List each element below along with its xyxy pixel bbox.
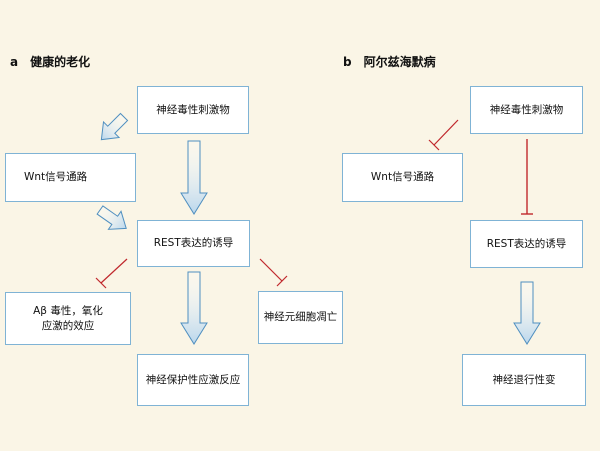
node-a-neuronal-apoptosis-label: 神经元细胞凋亡 [263, 311, 338, 324]
node-b-rest-induction-label: REST表达的诱导 [486, 237, 567, 250]
node-b-rest-induction: REST表达的诱导 [470, 220, 583, 268]
node-a-neuroprotective-response: 神经保护性应激反应 [137, 354, 249, 406]
node-b-neurotoxic-stimulus-label: 神经毒性刺激物 [489, 103, 564, 116]
node-b-wnt-pathway-label: Wnt信号通路 [370, 171, 435, 184]
panel-b-label: b 阿尔兹海默病 [343, 53, 436, 70]
arrow-a-stimulus-to-rest [180, 140, 208, 215]
node-a-neuronal-apoptosis: 神经元细胞凋亡 [258, 291, 343, 344]
node-a-abeta-toxicity: Aβ 毒性，氧化 应激的效应 [5, 292, 131, 345]
panel-a-title: 健康的老化 [30, 55, 91, 69]
inhibit-b-stimulus-to-wnt [428, 119, 459, 151]
node-a-neurotoxic-stimulus-label: 神经毒性刺激物 [156, 103, 230, 116]
panel-a-label: a 健康的老化 [10, 53, 90, 70]
node-a-rest-induction: REST表达的诱导 [137, 220, 250, 267]
arrow-a-stimulus-to-wnt [100, 112, 129, 141]
node-a-abeta-toxicity-line2: 应激的效应 [41, 319, 95, 332]
inhibit-a-rest-to-abeta [95, 258, 128, 289]
node-a-rest-induction-label: REST表达的诱导 [153, 237, 234, 250]
node-b-neurodegeneration-label: 神经退行性变 [492, 373, 556, 386]
node-a-neurotoxic-stimulus: 神经毒性刺激物 [137, 86, 249, 134]
panel-b-letter: b [343, 55, 352, 69]
node-a-wnt-pathway-label: Wnt信号通路 [24, 171, 88, 184]
node-b-wnt-pathway: Wnt信号通路 [342, 153, 463, 202]
arrow-b-rest-to-degeneration [513, 281, 541, 345]
arrow-a-wnt-to-rest [96, 205, 127, 230]
node-a-neuroprotective-response-label: 神经保护性应激反应 [145, 373, 241, 386]
node-b-neurodegeneration: 神经退行性变 [462, 354, 586, 406]
node-a-wnt-pathway: Wnt信号通路 [5, 153, 136, 202]
inhibit-a-rest-to-apoptosis [259, 258, 288, 287]
inhibit-b-stimulus-to-rest [521, 139, 533, 215]
panel-a-letter: a [10, 55, 19, 69]
arrow-a-rest-to-protective [180, 271, 208, 345]
node-b-neurotoxic-stimulus: 神经毒性刺激物 [470, 86, 583, 134]
node-a-abeta-toxicity-line1: Aβ 毒性，氧化 [33, 305, 103, 318]
panel-b-title: 阿尔兹海默病 [363, 55, 436, 69]
